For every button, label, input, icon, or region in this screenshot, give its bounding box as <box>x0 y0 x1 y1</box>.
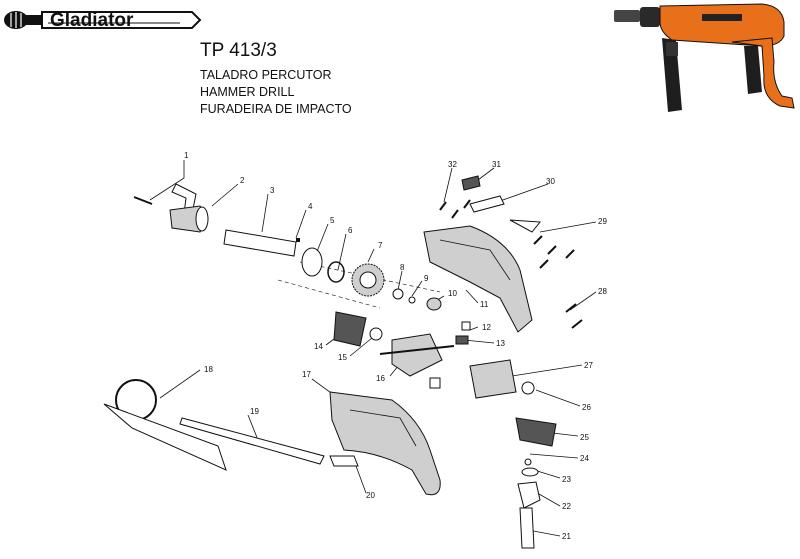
part-11-housing-shape <box>423 225 533 333</box>
part-label-16: 16 <box>376 374 385 383</box>
part-10-bearing-shape <box>426 297 442 311</box>
part-16-armature-shape <box>391 333 443 377</box>
part-label-4: 4 <box>308 202 313 211</box>
part-label-6: 6 <box>348 226 353 235</box>
part-27-stator-shape <box>469 359 517 399</box>
part-label-8: 8 <box>400 263 405 272</box>
part-22-strain-relief-shape <box>517 481 541 509</box>
part-label-10: 10 <box>448 289 457 298</box>
part-label-22: 22 <box>562 502 571 511</box>
part-label-31: 31 <box>492 160 501 169</box>
part-19-depth-rod-shape <box>179 417 325 465</box>
part-label-13: 13 <box>496 339 505 348</box>
part-label-25: 25 <box>580 433 589 442</box>
part-label-3: 3 <box>270 186 275 195</box>
part-label-12: 12 <box>482 323 491 332</box>
part-label-17: 17 <box>302 370 311 379</box>
part-label-30: 30 <box>546 177 555 186</box>
part-21-power-cord-shape <box>519 507 535 549</box>
part-label-23: 23 <box>562 475 571 484</box>
part-5-bushing-shape <box>301 247 323 277</box>
part-3-spindle-shape <box>223 229 297 257</box>
part-label-26: 26 <box>582 403 591 412</box>
part-label-24: 24 <box>580 454 589 463</box>
part-label-5: 5 <box>330 216 335 225</box>
title-spanish: TALADRO PERCUTOR <box>200 68 332 82</box>
part-label-18: 18 <box>204 365 213 374</box>
part-6-ring-shape <box>327 261 345 283</box>
part-label-20: 20 <box>366 491 375 500</box>
part-label-1: 1 <box>184 151 189 160</box>
brand-logo: Gladiator <box>4 10 202 31</box>
part-14-cap-shape <box>333 311 367 347</box>
part-17-housing-half-shape <box>329 391 441 496</box>
part-label-28: 28 <box>598 287 607 296</box>
part-label-15: 15 <box>338 353 347 362</box>
part-label-9: 9 <box>424 274 429 283</box>
model-number: TP 413/3 <box>200 40 277 61</box>
brand-name: Gladiator <box>50 10 134 31</box>
part-label-2: 2 <box>240 176 245 185</box>
part-label-11: 11 <box>480 300 489 309</box>
title-block: TP 413/3 TALADRO PERCUTOR HAMMER DRILL F… <box>200 40 352 118</box>
product-photo <box>614 3 795 112</box>
part-2-chuck-shape <box>169 205 209 233</box>
part-label-7: 7 <box>378 241 383 250</box>
part-label-14: 14 <box>314 342 323 351</box>
part-label-29: 29 <box>598 217 607 226</box>
title-english: HAMMER DRILL <box>200 85 295 99</box>
title-portuguese: FURADEIRA DE IMPACTO <box>200 102 352 116</box>
part-label-21: 21 <box>562 532 571 541</box>
part-label-32: 32 <box>448 160 457 169</box>
part-25-switch-shape <box>515 417 557 447</box>
part-label-19: 19 <box>250 407 259 416</box>
part-label-27: 27 <box>584 361 593 370</box>
